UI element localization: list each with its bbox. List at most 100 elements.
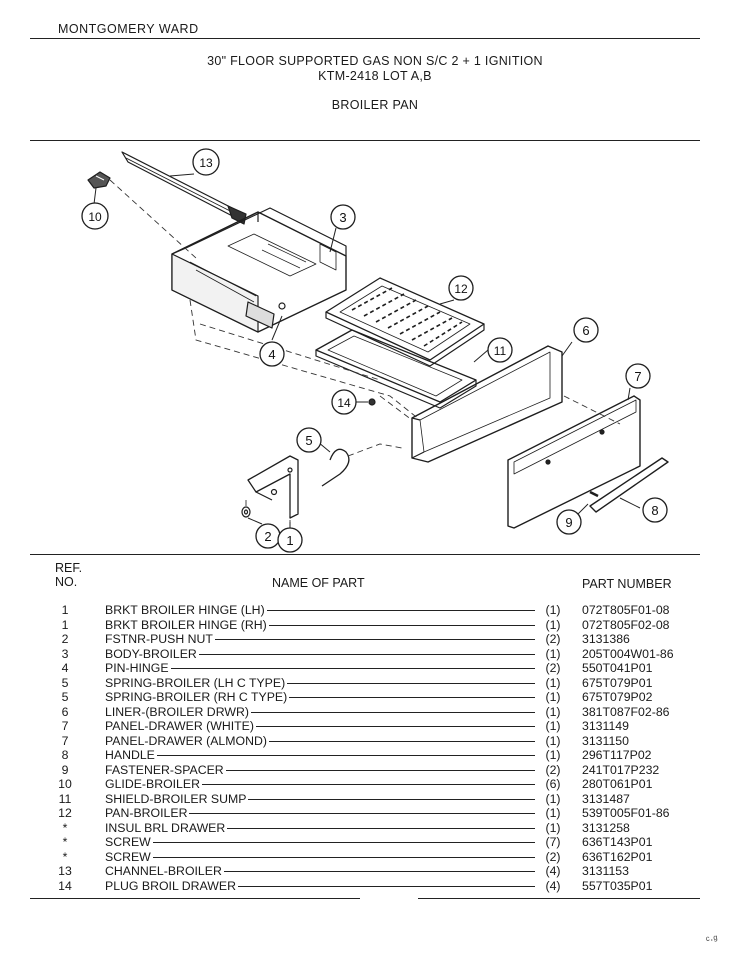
leader-line	[214, 639, 535, 641]
ref-number: 8	[61, 748, 69, 762]
ref-number: 11	[58, 791, 72, 806]
leader-line	[170, 668, 535, 670]
part-number: 675T079P02	[582, 690, 653, 704]
quantity: (6)	[545, 777, 561, 791]
hinge-bracket-drawing	[247, 455, 299, 519]
plug-broil-drawer-drawing	[368, 398, 376, 406]
section-title: BROILER PAN	[331, 98, 419, 112]
part-number: 205T004W01-86	[582, 646, 674, 661]
name-leader: BRKT BROILER HINGE (RH)	[105, 618, 535, 633]
leader-line	[268, 624, 535, 626]
parts-list: 1 BRKT BROILER HINGE (LH) (1) 072T805F01-08…	[0, 603, 750, 893]
table-row: *INSUL BRL DRAWER(1)3131258	[0, 821, 750, 836]
leader-line	[255, 726, 535, 728]
leader-line	[289, 697, 535, 699]
push-nut-drawing	[241, 506, 251, 518]
name-leader: FSTNR-PUSH NUT	[105, 632, 535, 647]
quantity: (1)	[545, 748, 561, 762]
leader-line	[152, 856, 535, 858]
part-name: FASTENER-SPACER	[105, 762, 224, 777]
part-name: PANEL-DRAWER (WHITE)	[105, 719, 254, 733]
ref-number: *	[62, 835, 68, 849]
quantity: (1)	[545, 617, 561, 632]
part-name: SPRING-BROILER (RH C TYPE)	[105, 690, 288, 704]
handwritten-mark: ᶜ·ᵍ	[705, 933, 719, 947]
glide-broiler-drawing	[87, 171, 111, 189]
name-leader: SPRING-BROILER (RH C TYPE)	[105, 690, 535, 705]
name-leader: BRKT BROILER HINGE (LH)	[105, 603, 535, 618]
callout-8: 8	[642, 497, 668, 523]
part-name: INSUL BRL DRAWER	[105, 820, 226, 835]
callout-label: 2	[264, 529, 271, 544]
quantity: (1)	[545, 806, 561, 820]
part-number: 072T805F01-08	[582, 603, 670, 617]
callout-7: 7	[625, 363, 651, 389]
ref-number: 9	[61, 762, 69, 777]
callout-12: 12	[448, 275, 474, 301]
part-name: PAN-BROILER	[105, 806, 188, 820]
part-number: 3131149	[582, 719, 629, 733]
callout-label: 3	[339, 210, 346, 225]
quantity: (4)	[545, 878, 561, 893]
name-leader: PANEL-DRAWER (WHITE)	[105, 719, 535, 734]
table-top-rule	[30, 554, 700, 555]
part-name: SCREW	[105, 835, 151, 849]
table-row: *SCREW(7)636T143P01	[0, 835, 750, 850]
quantity: (1)	[545, 675, 561, 690]
quantity: (1)	[545, 603, 561, 617]
part-number: 241T017P232	[582, 762, 660, 777]
brand-name: MONTGOMERY WARD	[58, 22, 199, 36]
name-leader: CHANNEL-BROILER	[105, 864, 535, 879]
part-number: 280T061P01	[582, 777, 653, 791]
leader-line	[201, 784, 535, 786]
part-name: FSTNR-PUSH NUT	[105, 632, 213, 646]
ref-number: 6	[61, 704, 69, 719]
quantity: (2)	[545, 661, 561, 675]
leader-line	[248, 798, 535, 800]
part-number: 550T041P01	[582, 661, 653, 675]
spring-broiler-drawing	[321, 448, 350, 487]
name-leader: LINER-(BROILER DRWR)	[105, 705, 535, 720]
part-name: PANEL-DRAWER (ALMOND)	[105, 733, 267, 748]
leader-line	[287, 682, 535, 684]
callout-label: 1	[286, 533, 293, 548]
part-name: SHIELD-BROILER SUMP	[105, 791, 247, 806]
name-leader: GLIDE-BROILER	[105, 777, 535, 792]
part-number: 296T117P02	[582, 748, 652, 762]
callout-label: 11	[494, 344, 507, 358]
channel-broiler-drawing	[121, 151, 247, 225]
part-name: CHANNEL-BROILER	[105, 864, 222, 878]
callout-label: 10	[88, 210, 102, 224]
part-number: 3131150	[582, 733, 629, 748]
part-number: 557T035P01	[582, 878, 653, 893]
name-leader: FASTENER-SPACER	[105, 763, 535, 778]
part-number: 636T162P01	[582, 849, 653, 864]
part-number: 636T143P01	[582, 835, 653, 849]
callout-label: 14	[337, 396, 351, 410]
part-number: 3131258	[582, 820, 630, 835]
leader-line	[198, 653, 535, 655]
leader-line	[237, 885, 535, 887]
leader-line	[225, 769, 535, 771]
quantity: (2)	[545, 849, 561, 864]
callout-9: 9	[556, 509, 582, 535]
quantity: (1)	[545, 646, 561, 661]
callout-13: 13	[192, 148, 220, 176]
quantity: (1)	[545, 690, 561, 704]
ref-number: 1	[61, 617, 69, 632]
quantity: (2)	[545, 762, 561, 777]
leader-line	[227, 827, 535, 829]
callout-label: 7	[634, 369, 641, 384]
part-number: 3131487	[582, 791, 630, 806]
name-leader: PANEL-DRAWER (ALMOND)	[105, 734, 535, 749]
quantity: (1)	[545, 733, 561, 748]
callout-1: 1	[277, 527, 303, 553]
